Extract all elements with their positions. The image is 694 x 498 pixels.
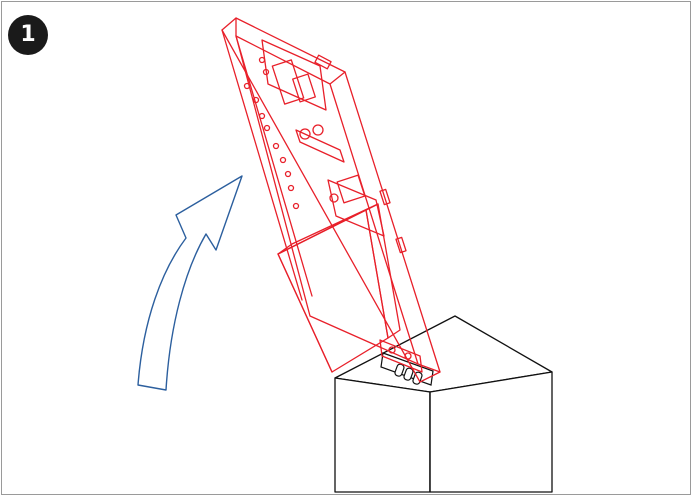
top-latch-cap <box>292 73 316 103</box>
mount-hole-7 <box>284 170 292 178</box>
pedestal <box>334 315 553 493</box>
panel-left-rail-inner <box>235 35 313 297</box>
mount-hole-8 <box>287 184 295 192</box>
step-number: 1 <box>20 22 36 47</box>
hinge-knuckle-1 <box>394 363 405 377</box>
mount-hole-5 <box>272 142 280 150</box>
hinge-knuckle-2 <box>403 367 414 381</box>
top-latch <box>271 59 305 105</box>
mount-hole-6 <box>279 156 287 164</box>
bottom-clamp <box>379 339 423 373</box>
mount-hole-11 <box>262 68 270 76</box>
rail-slot-2 <box>395 236 407 254</box>
bolt-lower <box>329 193 339 203</box>
step-number-badge: 1 <box>8 15 48 55</box>
mounting-panel <box>221 17 441 383</box>
corner-tab <box>314 54 332 70</box>
mount-hole-1 <box>243 82 251 90</box>
mount-hole-4 <box>263 124 271 132</box>
electrical-box-edge <box>277 253 333 373</box>
mount-hole-2 <box>252 96 260 104</box>
middle-bracket <box>295 129 345 163</box>
top-bracket <box>261 39 327 111</box>
lower-latch <box>336 174 366 204</box>
mount-hole-9 <box>292 202 300 210</box>
rail-slot-1 <box>379 188 391 206</box>
mount-hole-3 <box>258 112 266 120</box>
clamp-bolt-2 <box>404 352 412 360</box>
curved-up-arrow-icon <box>137 175 243 391</box>
electrical-box-side <box>365 203 401 339</box>
standoff-1 <box>299 128 311 140</box>
panel-left-rail <box>221 29 303 301</box>
panel-outer-frame <box>221 17 441 383</box>
standoff-2 <box>312 124 324 136</box>
panel-inner-frame <box>235 35 419 365</box>
pedestal-left-face <box>334 377 431 493</box>
pedestal-right-face <box>429 371 553 493</box>
clamp-bolt-1 <box>388 346 396 354</box>
panel-side-edge-2 <box>329 71 346 85</box>
mount-hole-10 <box>258 56 266 64</box>
